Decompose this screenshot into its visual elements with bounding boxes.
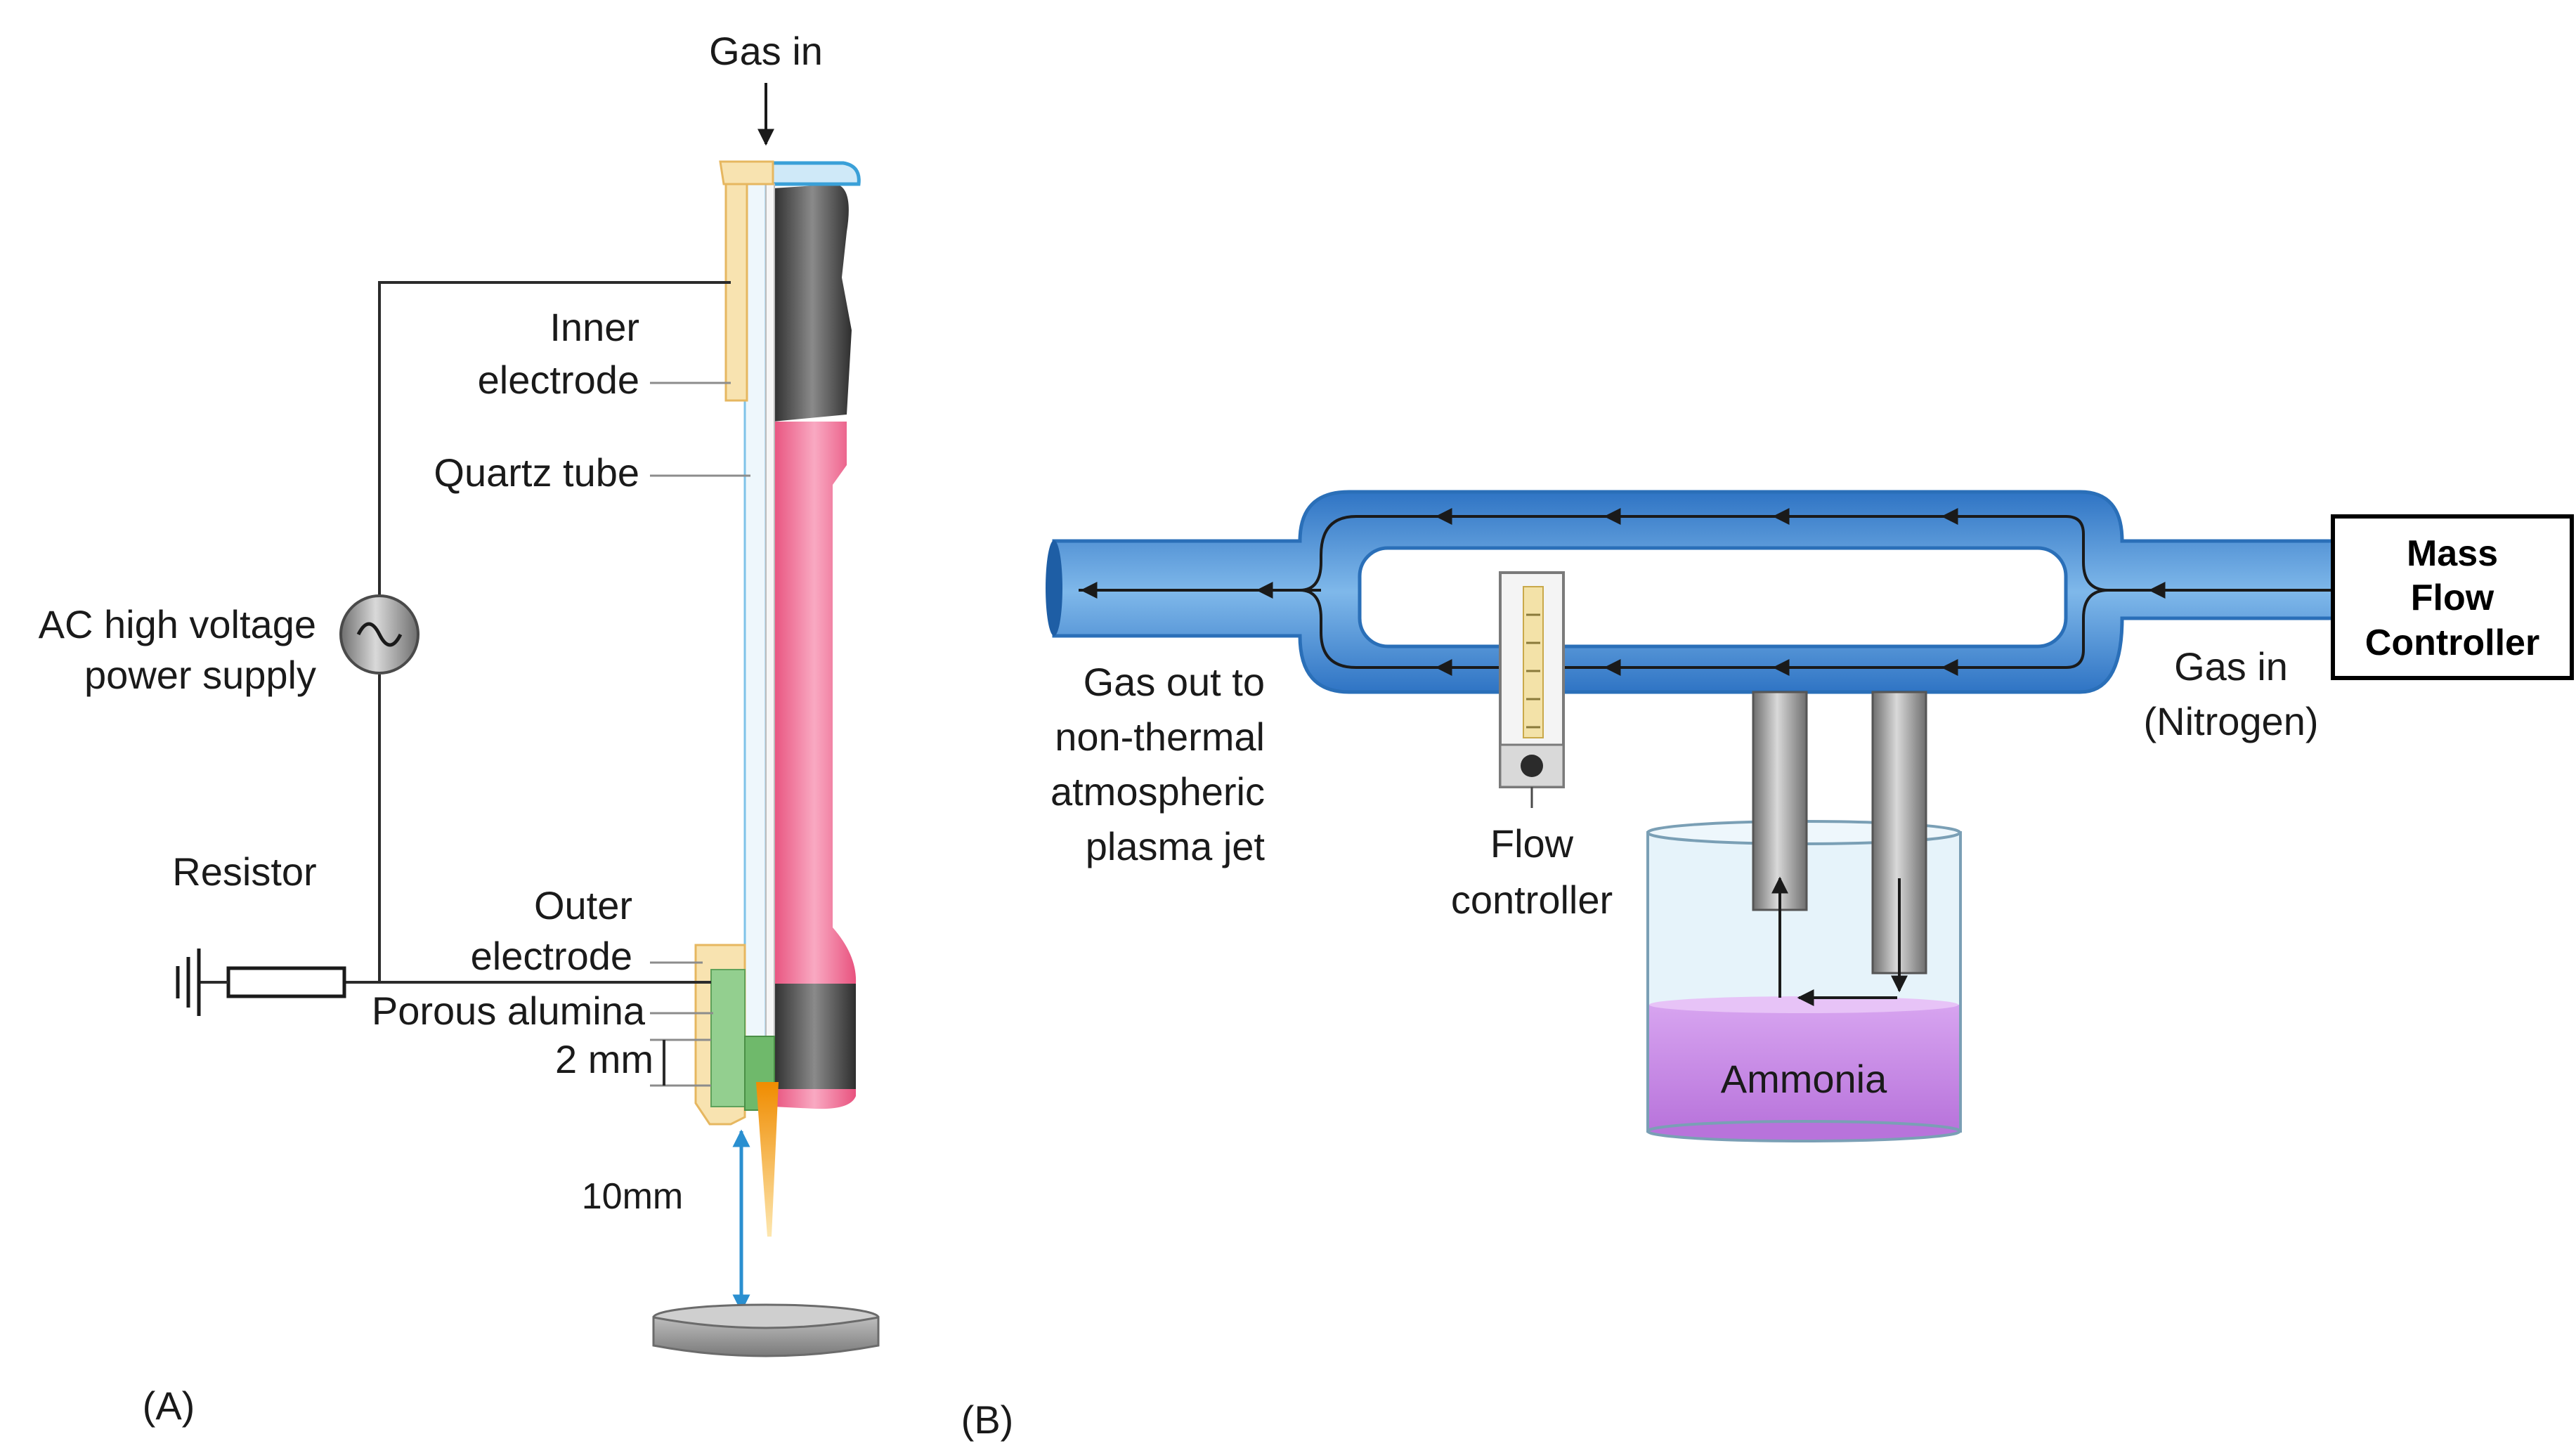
gas-in-label-b-1: Gas in bbox=[2174, 644, 2288, 689]
inner-electrode-cap bbox=[719, 160, 774, 185]
gas-out-label-3: atmospheric bbox=[1050, 769, 1265, 814]
gas-pipe-loop-hole bbox=[1358, 546, 2068, 649]
inner-electrode-label-1: Inner bbox=[549, 305, 639, 349]
porous-alumina bbox=[710, 969, 746, 1107]
jet-handle-upper bbox=[773, 184, 852, 422]
porous-alumina-label: Porous alumina bbox=[372, 989, 646, 1033]
jet-handle-lower bbox=[773, 984, 856, 1089]
quartz-housing-pink bbox=[773, 422, 857, 1109]
plasma-plume bbox=[756, 1082, 779, 1237]
resistor-label: Resistor bbox=[172, 849, 316, 894]
outer-electrode-label-2: electrode bbox=[471, 934, 632, 978]
flow-arrows bbox=[1080, 508, 2213, 676]
rotameter-knob-icon bbox=[1521, 755, 1543, 777]
ammonia-bubbler bbox=[1646, 691, 1962, 1142]
gas-out-label-1: Gas out to bbox=[1084, 660, 1265, 704]
panel-a-label: (A) bbox=[143, 1383, 195, 1428]
resistor-icon bbox=[226, 966, 346, 998]
flow-path-top bbox=[1079, 515, 2333, 592]
ammonia-label: Ammonia bbox=[1721, 1057, 1887, 1101]
power-supply-label-1: AC high voltage bbox=[39, 602, 316, 646]
inner-electrode-label-2: electrode bbox=[478, 358, 639, 402]
power-supply-label-2: power supply bbox=[84, 653, 316, 697]
gas-in-label-a: Gas in bbox=[709, 29, 823, 73]
gas-in-label-b-2: (Nitrogen) bbox=[2144, 699, 2319, 743]
hv-wire-top bbox=[378, 281, 731, 622]
mfc-label-1: Mass bbox=[2407, 533, 2498, 574]
gap-2mm-label: 2 mm bbox=[555, 1037, 653, 1081]
sine-wave-icon bbox=[356, 622, 403, 647]
jet-top-cap bbox=[755, 161, 861, 186]
mass-flow-controller-box bbox=[2331, 514, 2574, 680]
sample-disc bbox=[652, 1316, 880, 1357]
bubbler-outlet-tube bbox=[1752, 691, 1808, 911]
quartz-tube-label: Quartz tube bbox=[434, 450, 639, 495]
gas-out-label-4: plasma jet bbox=[1086, 824, 1266, 868]
inner-electrode bbox=[724, 167, 748, 402]
hv-wire-bottom bbox=[344, 675, 381, 984]
panel-b-label: (B) bbox=[961, 1397, 1014, 1442]
mfc-label-3: Controller bbox=[2365, 623, 2539, 663]
flow-controller bbox=[1499, 571, 1565, 808]
gas-out-label-2: non-thermal bbox=[1055, 715, 1265, 759]
mfc-label-2: Flow bbox=[2411, 578, 2494, 618]
panel-a: Gas in 10mm bbox=[39, 29, 880, 1428]
bubbler-jar-bottom bbox=[1646, 1120, 1961, 1142]
inner-electrode-rod bbox=[765, 183, 775, 1042]
rotameter-scale bbox=[1523, 586, 1544, 738]
panel-b: Flow controller Ammonia Gas out to non-t… bbox=[961, 490, 2574, 1442]
flow-path-bottom bbox=[1299, 589, 2109, 669]
gas-outlet-end bbox=[1046, 540, 1062, 636]
flow-controller-label-2: controller bbox=[1451, 878, 1613, 922]
flow-controller-label-1: Flow bbox=[1490, 821, 1574, 866]
ammonia-liquid bbox=[1649, 1005, 1959, 1131]
outer-electrode-label-1: Outer bbox=[534, 883, 632, 927]
distance-10mm-label: 10mm bbox=[582, 1176, 683, 1217]
